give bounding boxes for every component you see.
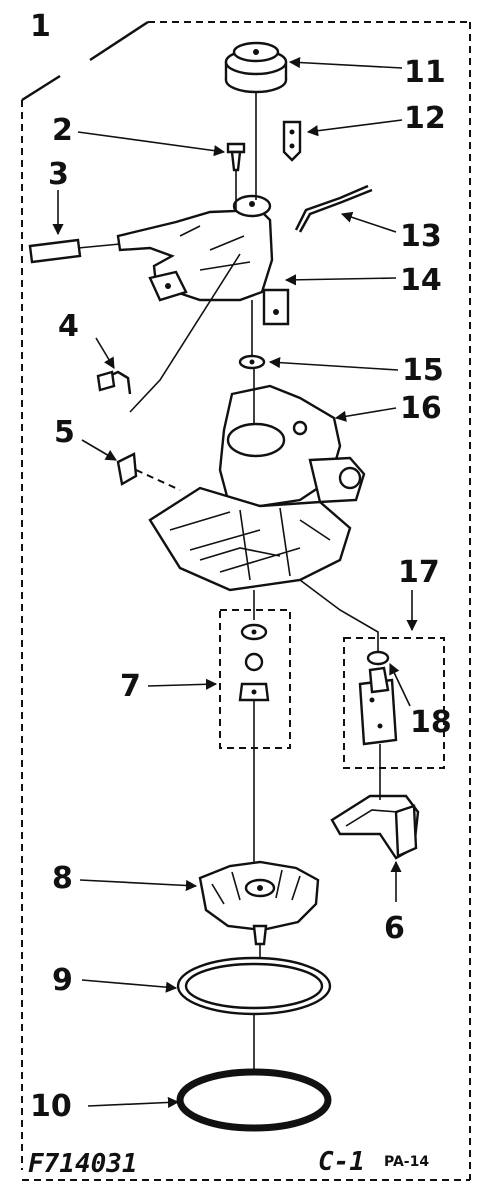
part-15-washer [238, 354, 266, 370]
callout-17: 17 [398, 555, 440, 590]
callout-13: 13 [400, 219, 442, 254]
page-code: PA-14 [384, 1154, 429, 1170]
callout-leaders [52, 56, 418, 1109]
callout-8: 8 [52, 861, 73, 896]
part-5-small-clip [116, 452, 138, 486]
part-7-kit [219, 609, 291, 749]
part-9-seal-ring [176, 956, 332, 1016]
callout-10: 10 [30, 1089, 72, 1124]
callout-5: 5 [54, 415, 75, 450]
callout-3: 3 [48, 157, 69, 192]
callout-9: 9 [52, 963, 73, 998]
callout-4: 4 [58, 309, 79, 344]
callout-6: 6 [384, 911, 405, 946]
part-16-gear-case [148, 384, 366, 592]
part-2-screw [226, 142, 246, 172]
part-12-clip [282, 120, 302, 162]
part-14-lever-assembly [116, 194, 290, 326]
part-3-pin [28, 238, 121, 264]
callout-18: 18 [410, 705, 452, 740]
part-13-spring [294, 184, 373, 233]
part-17-kit [343, 637, 445, 769]
assembly-frame [21, 20, 471, 1181]
callout-15: 15 [402, 353, 444, 388]
figure-code: F714031 [28, 1149, 138, 1179]
callout-11: 11 [404, 55, 446, 90]
part-10-o-ring [176, 1068, 332, 1132]
part-6-bracket [330, 794, 420, 860]
part-8-cam-assembly [198, 860, 320, 946]
part-11-pulley [224, 41, 288, 94]
callout-14: 14 [400, 263, 442, 298]
section-code: C-1 [318, 1147, 365, 1177]
part-4-spring-clip [96, 370, 132, 395]
callout-12: 12 [404, 101, 446, 136]
callout-2: 2 [52, 113, 73, 148]
assembly-centerlines [129, 92, 381, 1072]
callout-16: 16 [400, 391, 442, 426]
callout-1: 1 [30, 9, 51, 44]
callout-7: 7 [120, 669, 141, 704]
